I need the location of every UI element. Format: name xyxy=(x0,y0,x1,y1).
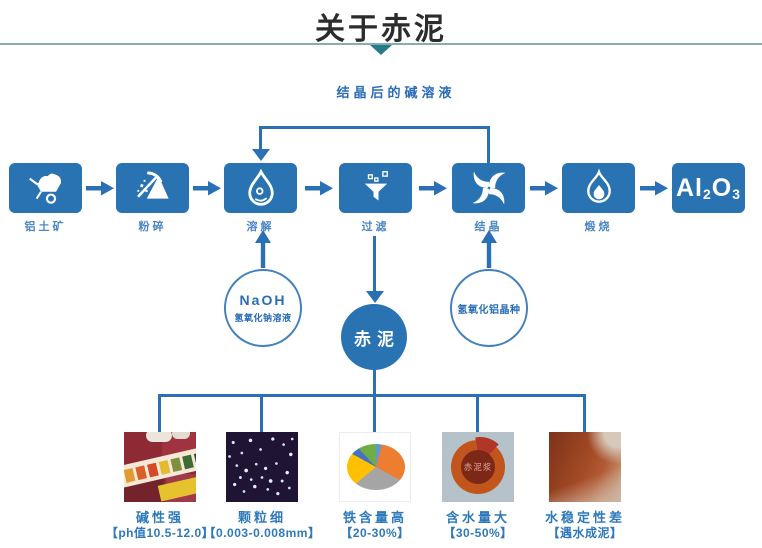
prop-value-alkaline: 【ph值10.5-12.0】 xyxy=(105,526,215,540)
ph-color-square xyxy=(193,451,196,467)
prop-value-stability: 【遇水成泥】 xyxy=(547,526,623,540)
droplet-icon xyxy=(247,168,274,206)
step-box-dissolve xyxy=(224,163,297,213)
step-box-crushing xyxy=(116,163,189,213)
step-box-calcine xyxy=(562,163,635,213)
flow-arrow-right-icon xyxy=(193,181,221,196)
redmud-branch-stem xyxy=(373,369,376,395)
ph-color-square xyxy=(124,467,136,483)
flow-arrow-right-icon xyxy=(419,181,447,196)
seed-name: 氢氧化铝晶种 xyxy=(457,304,521,316)
iron-content-chart xyxy=(339,432,411,502)
step-label-bauxite: 铝土矿 xyxy=(24,221,67,233)
ph-color-square xyxy=(158,459,171,475)
filter-to-redmud-line xyxy=(373,236,376,292)
flame-icon xyxy=(586,168,611,203)
flow-arrow-right-icon xyxy=(305,181,333,196)
flow-arrow-right-icon xyxy=(640,181,668,196)
donut-center-label: 赤泥浆 xyxy=(461,450,495,484)
flow-arrow-right-icon xyxy=(530,181,558,196)
seed-circle: 氢氧化铝晶种 xyxy=(450,269,528,347)
prop-value-water: 【30-50%】 xyxy=(443,526,513,540)
wheelbarrow-icon xyxy=(28,173,61,204)
prop-name-water: 含水量大 xyxy=(445,510,510,525)
al2o3-subscript-3: 3 xyxy=(732,186,742,202)
cotton-swab-shape xyxy=(146,432,172,442)
branch-horizontal-line xyxy=(158,394,586,397)
flow-arrow-right-icon xyxy=(86,181,114,196)
step-label-calcine: 煅烧 xyxy=(584,221,613,233)
al2o3-symbol: Al xyxy=(675,173,703,202)
al2o3-oxygen: O xyxy=(711,173,733,202)
prop-value-particle: 【0.003-0.008mm】 xyxy=(203,526,321,540)
branch-stub-5 xyxy=(583,394,586,432)
water-content-chart: 赤泥浆 xyxy=(442,432,514,502)
ph-strips-image xyxy=(124,432,196,502)
prop-name-alkaline: 碱性强 xyxy=(135,510,184,525)
step-label-crushing: 粉碎 xyxy=(138,221,167,233)
branch-stub-1 xyxy=(158,394,161,432)
filter-to-redmud-arrowhead-icon xyxy=(366,291,384,303)
feedback-arrowhead-icon xyxy=(252,149,270,161)
page-title: 关于赤泥 xyxy=(315,13,447,46)
prop-value-iron: 【20-30%】 xyxy=(340,526,410,540)
cotton-swab-shape xyxy=(172,432,190,439)
al2o3-subscript-2: 2 xyxy=(702,186,712,202)
fine-particles-image xyxy=(226,432,298,502)
feedback-loop-line-top xyxy=(259,126,490,129)
step-box-crystallize xyxy=(452,163,525,213)
step-label-crystallize: 结晶 xyxy=(474,221,503,233)
funnel-icon xyxy=(364,171,388,201)
title-underline xyxy=(0,43,762,45)
step-label-filter: 过滤 xyxy=(361,221,390,233)
ph-color-square xyxy=(182,454,194,469)
branch-stub-4 xyxy=(476,394,479,432)
branch-stub-3 xyxy=(373,394,376,432)
red-mud-node: 赤泥 xyxy=(341,304,407,370)
feedback-loop-line-left xyxy=(259,126,262,150)
red-mud-photo xyxy=(549,432,621,502)
prop-name-iron: 铁含量高 xyxy=(342,510,407,525)
ph-color-square xyxy=(170,456,183,472)
naoh-circle: NaOH 氢氧化钠溶液 xyxy=(224,269,302,347)
pickaxe-icon xyxy=(136,171,169,199)
seed-input-arrow-icon xyxy=(481,230,497,268)
naoh-input-arrow-icon xyxy=(255,230,271,268)
title-caret-icon xyxy=(370,45,392,55)
naoh-name: 氢氧化钠溶液 xyxy=(234,313,292,323)
prop-name-particle: 颗粒细 xyxy=(237,510,286,525)
swirl-icon xyxy=(472,171,505,205)
step-box-bauxite xyxy=(9,163,82,213)
prop-name-stability: 水稳定性差 xyxy=(544,510,625,525)
ph-color-square xyxy=(135,464,147,480)
step-box-filter xyxy=(339,163,412,213)
branch-stub-2 xyxy=(260,394,263,432)
naoh-formula: NaOH xyxy=(239,292,287,308)
ph-color-square xyxy=(146,462,159,477)
step-label-dissolve: 溶解 xyxy=(246,221,275,233)
feedback-loop-line-right xyxy=(487,126,490,164)
iron-pie xyxy=(347,444,405,490)
feedback-loop-label: 结晶后的碱溶液 xyxy=(336,85,456,100)
